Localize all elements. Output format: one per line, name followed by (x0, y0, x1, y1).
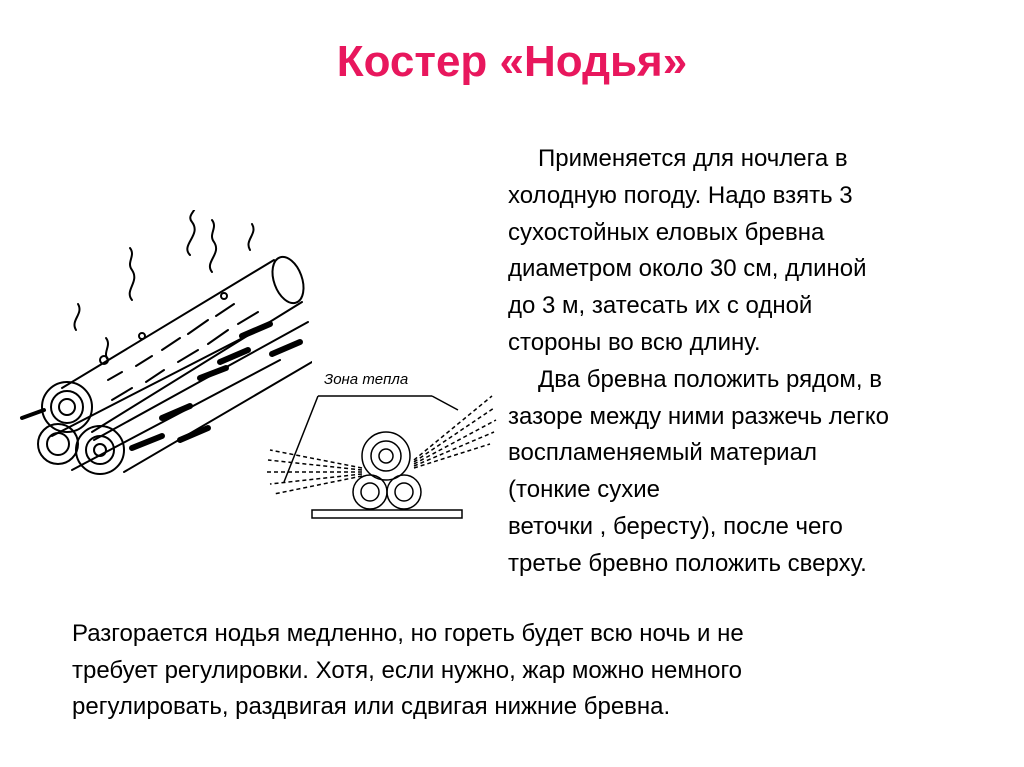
description-line: стороны во всю длину. (508, 328, 761, 356)
description-line: воспламеняемый материал (508, 439, 817, 467)
heat-zone-diagram: Зона тепла (266, 371, 497, 519)
description-line: (тонкие сухие (508, 476, 660, 504)
description-line: зазоре между ними разжечь легко (508, 402, 889, 430)
summary-line: требует регулировки. Хотя, если нужно, ж… (72, 656, 743, 684)
description-line: веточки , бересту), после чего (508, 512, 843, 540)
summary-text: Разгорается нодья медленно, но гореть бу… (72, 616, 1002, 726)
summary-line: Разгорается нодья медленно, но гореть бу… (72, 620, 744, 647)
description-line: Два бревна положить рядом, в (538, 365, 883, 393)
summary-line: регулировать, раздвигая или сдвигая нижн… (72, 693, 671, 720)
heat-zone-label: Зона тепла (324, 371, 408, 388)
description-line: холодную погоду. Надо взять 3 (508, 181, 853, 209)
log-fire-illustration (20, 210, 312, 475)
description-line: Применяется для ночлега в (538, 145, 848, 172)
description-text: Применяется для ночлега в холодную погод… (508, 141, 1008, 583)
description-line: сухостойных еловых бревна (508, 218, 825, 246)
description-line: до 3 м, затесать их с одной (508, 292, 813, 320)
description-line: диаметром около 30 см, длиной (508, 255, 867, 283)
slide-title: Костер «Нодья» (336, 37, 688, 86)
description-line: третье бревно положить сверху. (508, 549, 867, 577)
